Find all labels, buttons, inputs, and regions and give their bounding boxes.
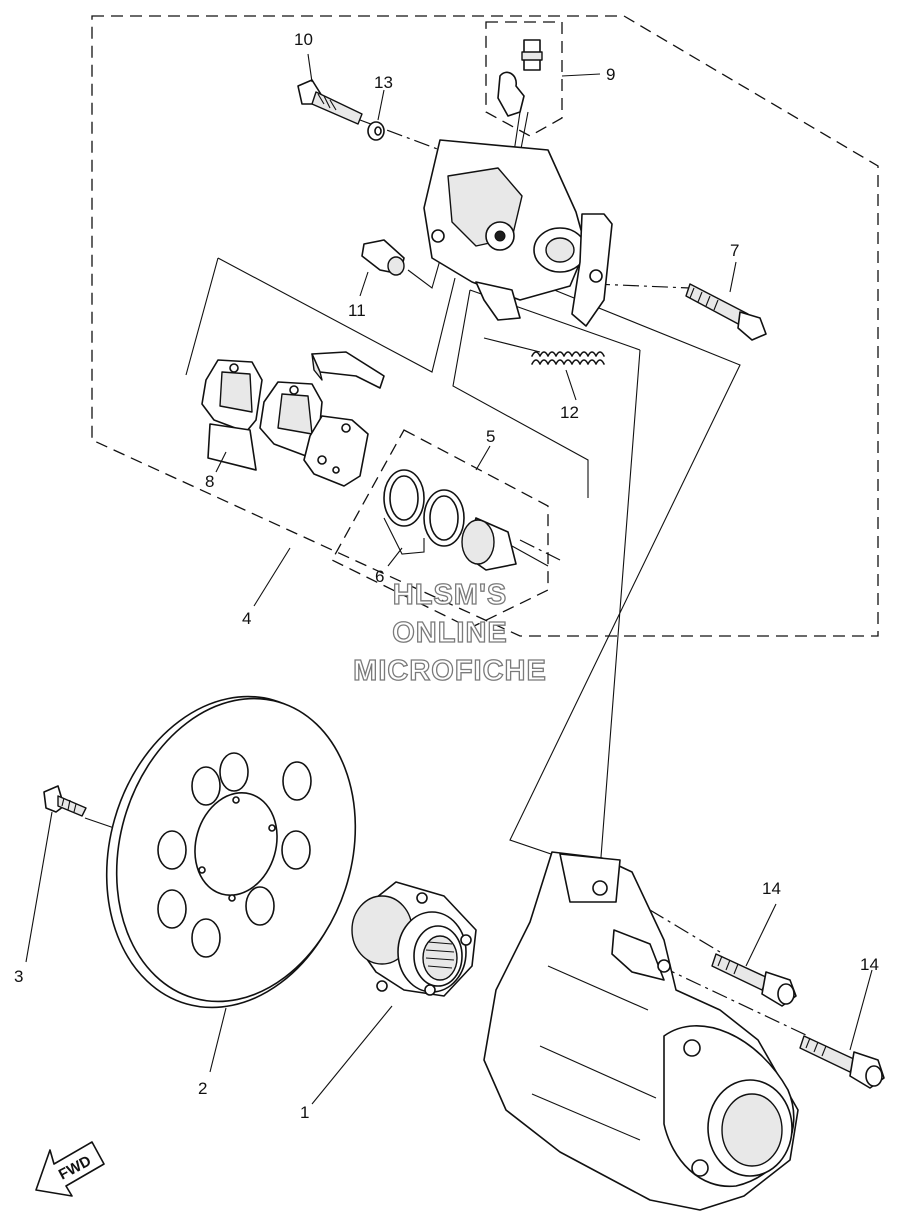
piston-seal-6-b <box>423 489 465 547</box>
pad-spring-clip <box>311 351 385 389</box>
bracket-bolt-14-b <box>799 1035 885 1089</box>
callout-5: 5 <box>486 427 495 446</box>
hub-1 <box>351 881 477 997</box>
screw-3 <box>43 785 87 817</box>
piston-seal-group-frame <box>331 429 549 629</box>
watermark-line-2: ONLINE <box>392 617 508 649</box>
bracket-guide-line <box>479 259 741 871</box>
axis-line-11 <box>407 259 441 289</box>
seal-6-leader-box <box>383 517 425 555</box>
callout-3: 3 <box>14 967 23 986</box>
caliper-bolt-7 <box>685 283 767 341</box>
watermark-line-3: MICROFICHE <box>353 655 547 687</box>
callout-14-b: 14 <box>860 955 879 974</box>
pad-retainer-plate <box>303 415 369 487</box>
bleed-screw-group-frame <box>485 21 563 137</box>
sleeve-11 <box>361 239 405 276</box>
callout-6: 6 <box>375 567 384 586</box>
spring-12 <box>483 337 605 365</box>
pad-shim <box>207 423 257 471</box>
callout-13: 13 <box>374 73 393 92</box>
callout-2: 2 <box>198 1079 207 1098</box>
callout-4: 4 <box>242 609 251 628</box>
callout-14-a: 14 <box>762 879 781 898</box>
axis-line-bolt-7 <box>593 283 691 289</box>
axis-line-bolt-14b <box>659 965 809 1037</box>
spring-group-bracket <box>452 289 641 498</box>
pin-bolt-10 <box>297 79 363 125</box>
caliper-piston <box>461 517 549 571</box>
caliper-body <box>423 139 613 327</box>
callout-7: 7 <box>730 241 739 260</box>
callout-9: 9 <box>606 65 615 84</box>
fwd-arrow-icon: FWD <box>35 1141 105 1197</box>
pad-group-bracket <box>185 257 456 376</box>
caliper-bracket <box>483 851 799 1211</box>
callout-10: 10 <box>294 30 313 49</box>
piston-seal-6-a <box>383 469 425 527</box>
brake-pad-8-b <box>259 381 323 457</box>
washer-13 <box>367 121 385 141</box>
callout-12: 12 <box>560 403 579 422</box>
callout-1: 1 <box>300 1103 309 1122</box>
axis-line-piston <box>519 539 561 561</box>
watermark-line-1: HLSM'S <box>393 579 507 611</box>
bracket-bolt-14-a <box>711 953 797 1007</box>
brake-disc-2 <box>105 695 357 1009</box>
callout-11: 11 <box>348 301 366 320</box>
caliper-assembly-boundary <box>91 15 879 637</box>
callout-8: 8 <box>205 472 214 491</box>
leader-lines <box>25 53 873 1105</box>
bleed-screw-9 <box>497 39 543 155</box>
brake-pad-8-a <box>201 359 263 433</box>
